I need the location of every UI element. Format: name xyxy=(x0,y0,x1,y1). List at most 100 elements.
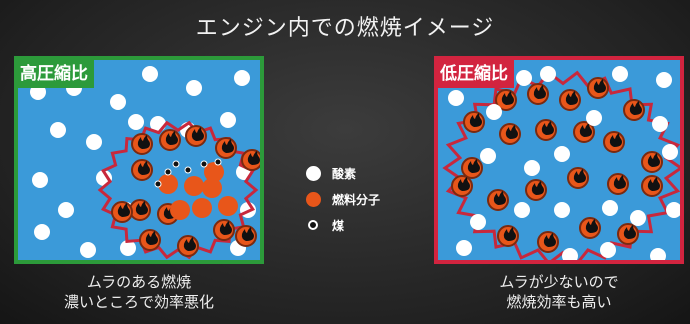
flame-icon xyxy=(219,221,232,235)
flame-icon xyxy=(505,125,518,139)
oxygen-molecule xyxy=(32,172,48,188)
flame-icon xyxy=(493,191,506,205)
flame-icon xyxy=(647,177,660,191)
fuel-marker-icon xyxy=(305,191,321,207)
high-compression-caption: ムラのある燃焼 濃いところで効率悪化 xyxy=(14,272,264,312)
flame-icon xyxy=(501,91,514,105)
oxygen-molecule xyxy=(540,66,556,82)
flame-icon xyxy=(573,169,586,183)
oxygen-molecule xyxy=(656,72,672,88)
fuel-molecule xyxy=(218,196,238,216)
oxygen-molecule xyxy=(516,70,532,86)
oxygen-molecule xyxy=(524,160,540,176)
diagram-title: エンジン内での燃焼イメージ xyxy=(195,16,495,41)
flame-icon xyxy=(183,237,196,251)
oxygen-molecule xyxy=(30,84,46,100)
high-compression-scene xyxy=(30,66,260,260)
oxygen-molecule xyxy=(630,210,646,226)
flame-icon xyxy=(165,131,178,145)
oxygen-molecule xyxy=(480,148,496,164)
low-compression-label: 低圧縮比 xyxy=(434,56,514,88)
flame-icon xyxy=(579,123,592,137)
oxygen-molecule xyxy=(234,70,250,86)
flame-icon xyxy=(647,153,660,167)
flame-icon xyxy=(145,231,158,245)
flame-icon xyxy=(531,181,544,195)
low-compression-caption-line2: 燃焼効率も高い xyxy=(506,293,612,311)
oxygen-molecule xyxy=(470,214,486,230)
oxygen-molecule xyxy=(220,112,236,128)
oxygen-molecule xyxy=(86,134,102,150)
flame-icon xyxy=(221,139,234,153)
fuel-molecule xyxy=(202,178,222,198)
high-compression-label: 高圧縮比 xyxy=(14,56,94,88)
high-compression-panel: 高圧縮比 xyxy=(14,56,264,264)
flame-icon xyxy=(135,201,148,215)
oxygen-molecule xyxy=(562,248,578,260)
soot-particle xyxy=(184,166,192,174)
flame-icon xyxy=(593,79,606,93)
fuel-molecule xyxy=(204,162,224,182)
oxygen-molecule xyxy=(58,202,74,218)
oxygen-molecule xyxy=(80,242,96,258)
oxygen-molecule xyxy=(34,224,50,240)
low-compression-caption-line1: ムラが少ないので xyxy=(499,273,619,291)
soot-particle xyxy=(164,168,172,176)
flame-icon xyxy=(533,85,546,99)
oxygen-molecule xyxy=(586,110,602,126)
flame-icon xyxy=(137,135,150,149)
flame-icon xyxy=(585,219,598,233)
flame-icon xyxy=(469,113,482,127)
flame-icon xyxy=(565,91,578,105)
fuel-molecule xyxy=(192,198,212,218)
oxygen-molecule xyxy=(600,242,616,258)
high-compression-caption-line1: ムラのある燃焼 xyxy=(86,273,192,291)
oxygen-molecule xyxy=(456,240,472,256)
fuel-molecule xyxy=(170,200,190,220)
oxygen-molecule xyxy=(142,66,158,82)
soot-marker-icon xyxy=(308,220,318,230)
flame-front xyxy=(442,70,680,260)
legend-item-fuel: 燃料分子 xyxy=(302,186,422,212)
flame-icon xyxy=(623,225,636,239)
flame-icon xyxy=(609,133,622,147)
legend: 酸素 燃料分子 煤 xyxy=(302,160,422,238)
flame-icon xyxy=(117,203,130,217)
flame-icon xyxy=(543,233,556,247)
flame-icon xyxy=(457,177,470,191)
legend-item-soot: 煤 xyxy=(302,212,422,238)
flame-icon xyxy=(137,161,150,175)
soot-particle xyxy=(154,180,162,188)
oxygen-molecule xyxy=(50,122,66,138)
oxygen-molecule xyxy=(554,146,570,162)
legend-label-oxygen: 酸素 xyxy=(332,166,357,181)
flame-icon xyxy=(629,101,642,115)
oxygen-molecule xyxy=(486,104,502,120)
fuel-molecule xyxy=(158,174,178,194)
oxygen-molecule xyxy=(186,80,202,96)
oxygen-molecule xyxy=(514,202,530,218)
oxygen-molecule xyxy=(652,116,668,132)
oxygen-molecule xyxy=(120,240,136,256)
oxygen-molecule xyxy=(662,144,678,160)
flame-front xyxy=(97,120,259,260)
oxygen-molecule xyxy=(650,248,666,260)
fuel-molecule xyxy=(184,176,204,196)
flame-icon xyxy=(247,151,260,165)
oxygen-molecule xyxy=(110,94,126,110)
oxygen-molecule xyxy=(554,202,570,218)
flame-icon xyxy=(613,175,626,189)
flame-icon xyxy=(241,227,254,241)
flame-icon xyxy=(541,121,554,135)
flame-icon xyxy=(503,227,516,241)
oxygen-molecule xyxy=(602,200,618,216)
low-compression-caption: ムラが少ないので 燃焼効率も高い xyxy=(434,272,684,312)
oxygen-molecule xyxy=(448,90,464,106)
low-compression-panel: 低圧縮比 xyxy=(434,56,684,264)
flame-icon xyxy=(191,127,204,141)
legend-label-fuel: 燃料分子 xyxy=(332,192,381,207)
soot-particle xyxy=(214,158,222,166)
oxygen-molecule xyxy=(128,114,144,130)
oxygen-molecule xyxy=(612,66,628,82)
legend-item-oxygen: 酸素 xyxy=(302,160,422,186)
